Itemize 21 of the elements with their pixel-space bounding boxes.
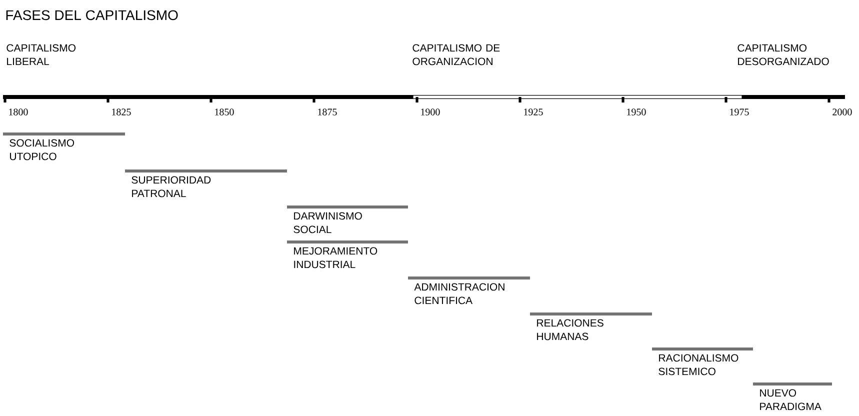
period-bar: RACIONALISMO SISTEMICO xyxy=(652,348,753,376)
year-label: 1950 xyxy=(627,108,646,116)
year-label: 2000 xyxy=(832,108,852,116)
year-label: 1900 xyxy=(421,108,440,116)
phase-heading: CAPITALISMO LIBERAL xyxy=(6,44,76,66)
period-bar: DARWINISMO SOCIAL xyxy=(287,206,408,234)
period-bar: RELACIONES HUMANAS xyxy=(530,312,652,340)
year-label: 1825 xyxy=(112,108,131,116)
year-label: 1800 xyxy=(9,108,28,116)
period-bar: NUEVO PARADIGMA xyxy=(753,382,832,410)
period-bar: SUPERIORIDAD PATRONAL xyxy=(125,170,287,198)
year-label: 1875 xyxy=(318,108,337,116)
title: FASES DEL CAPITALISMO xyxy=(6,10,178,20)
year-label: 1925 xyxy=(524,108,543,116)
phase-heading: CAPITALISMO DESORGANIZADO xyxy=(738,44,829,66)
period-bar: ADMINISTRACION CIENTIFICA xyxy=(408,276,530,304)
period-bar: SOCIALISMO UTOPICO xyxy=(3,132,125,160)
year-label: 1850 xyxy=(215,108,234,116)
period-bar: MEJORAMIENTO INDUSTRIAL xyxy=(287,240,408,268)
phase-heading: CAPITALISMO DE ORGANIZACION xyxy=(412,44,500,66)
year-label: 1975 xyxy=(730,108,749,116)
